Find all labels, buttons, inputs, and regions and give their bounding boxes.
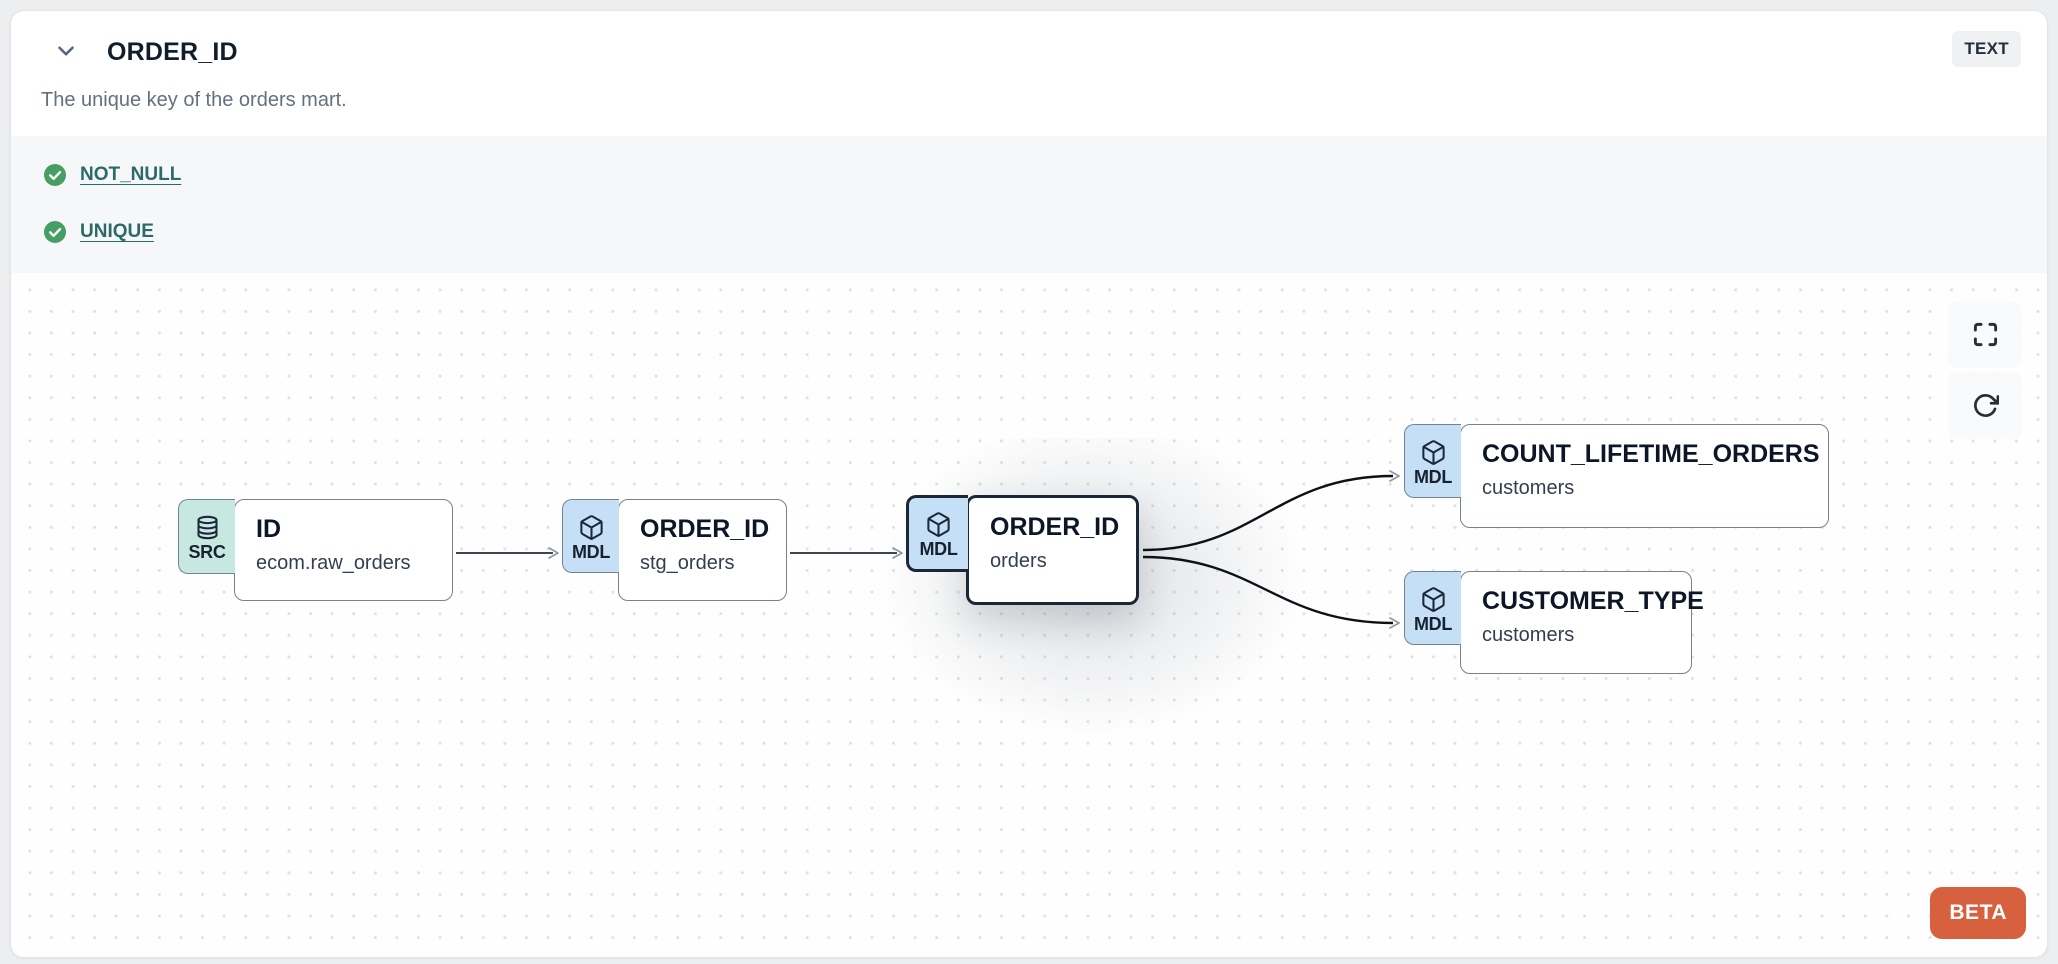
check-circle-icon [44,164,66,186]
node-badge-label: MDL [1413,613,1453,634]
fullscreen-button[interactable] [1948,301,2022,368]
node-subtitle: ecom.raw_orders [256,552,411,574]
node-type-badge: SRC [178,499,235,574]
chevron-down-icon [53,38,79,67]
cube-icon [1421,586,1445,612]
node-title: ORDER_ID [990,513,1120,541]
refresh-button[interactable] [1948,372,2022,439]
test-row: NOT_NULL [43,163,2047,187]
node-subtitle: stg_orders [640,552,735,574]
column-description: The unique key of the orders mart. [41,89,347,111]
node-badge-label: SRC [188,542,226,562]
refresh-icon [1973,394,1999,417]
check-circle-icon [44,221,66,243]
column-type-badge: TEXT [1952,31,2021,67]
database-icon [196,515,218,540]
node-badge-label: MDL [1413,466,1453,487]
cube-icon [1421,439,1445,465]
test-link-not-null[interactable]: NOT_NULL [80,164,182,185]
column-name-title: ORDER_ID [107,37,238,66]
lineage-node-stg-orders[interactable]: MDL ORDER_ID stg_orders [562,499,787,601]
node-badge-label: MDL [919,539,958,559]
node-title: ORDER_ID [640,515,770,543]
node-type-badge: MDL [906,495,968,572]
test-link-unique[interactable]: UNIQUE [80,221,154,242]
node-subtitle: orders [990,550,1047,572]
test-row: UNIQUE [43,220,2047,244]
node-type-badge: MDL [1404,571,1461,645]
beta-badge: BETA [1930,887,2026,939]
lineage-node-count-lifetime-orders[interactable]: MDL COUNT_LIFETIME_ORDERS customers [1404,424,1829,528]
node-type-badge: MDL [562,499,619,573]
canvas-controls [1948,301,2022,439]
cube-icon [927,512,950,537]
column-details-card: ORDER_ID TEXT The unique key of the orde… [10,10,2048,958]
node-title: ID [256,515,281,543]
tests-section: NOT_NULL UNIQUE [11,136,2047,273]
column-header: ORDER_ID TEXT The unique key of the orde… [11,11,2047,136]
node-badge-label: MDL [571,541,611,562]
node-title: COUNT_LIFETIME_ORDERS [1482,440,1820,468]
lineage-node-customer-type[interactable]: MDL CUSTOMER_TYPE customers [1404,571,1704,674]
node-subtitle: customers [1482,624,1575,646]
node-type-badge: MDL [1404,424,1461,498]
collapse-toggle-button[interactable] [51,37,81,67]
cube-icon [579,514,603,540]
lineage-node-orders-selected[interactable]: MDL ORDER_ID orders [906,495,1139,605]
lineage-canvas[interactable]: SRC ID ecom.raw_orders MDL ORDER_ID stg_… [11,273,2047,957]
lineage-edges [456,470,1400,629]
lineage-node-src-id[interactable]: SRC ID ecom.raw_orders [178,499,453,601]
fullscreen-icon [1973,322,1997,347]
node-title: CUSTOMER_TYPE [1482,587,1704,615]
node-subtitle: customers [1482,477,1575,499]
